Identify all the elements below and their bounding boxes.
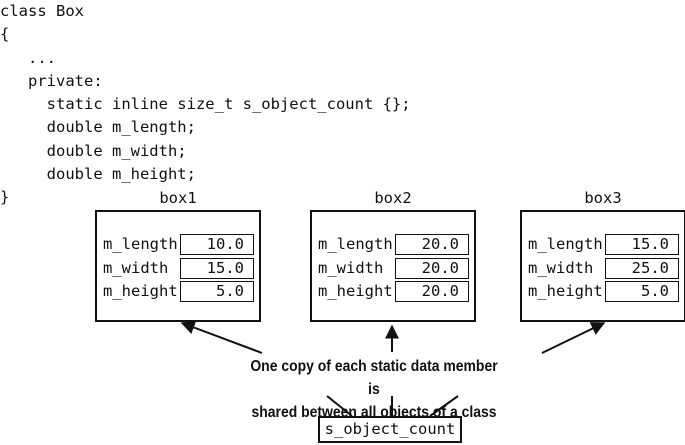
field-label: m_length <box>103 235 178 253</box>
code-line: private: <box>0 71 103 90</box>
object-box2: m_length 20.0 m_width 20.0 m_height 20.0 <box>310 210 476 322</box>
field-value: 15.0 <box>605 234 679 255</box>
field-value: 20.0 <box>395 234 469 255</box>
code-line: } <box>0 188 10 207</box>
field-label: m_width <box>103 259 169 277</box>
link-static-right <box>429 395 459 417</box>
code-line: double m_width; <box>0 141 187 160</box>
object-title-box3: box3 <box>584 189 622 207</box>
field-label: m_width <box>318 259 384 277</box>
field-value: 20.0 <box>395 258 469 279</box>
field-value: 5.0 <box>180 281 254 302</box>
code-line: double m_length; <box>0 118 196 137</box>
field-label: m_length <box>528 235 603 253</box>
object-title-box1: box1 <box>159 189 197 207</box>
caption-line: One copy of each static data member is <box>250 358 498 398</box>
shared-static-caption: One copy of each static data member is s… <box>247 355 501 424</box>
code-line: ... <box>0 48 56 67</box>
code-line: double m_height; <box>0 165 196 184</box>
field-value: 15.0 <box>180 258 254 279</box>
field-label: m_width <box>528 259 594 277</box>
field-label: m_length <box>318 235 393 253</box>
code-line: static inline size_t s_object_count {}; <box>0 95 411 114</box>
arrow-to-box1 <box>180 320 263 354</box>
field-label: m_height <box>318 282 393 300</box>
object-box3: m_length 15.0 m_width 25.0 m_height 5.0 <box>520 210 685 322</box>
object-title-box2: box2 <box>374 189 412 207</box>
field-label: m_height <box>528 282 603 300</box>
code-line: class Box <box>0 2 84 20</box>
static-member-box: s_object_count <box>318 416 462 443</box>
field-value: 5.0 <box>605 281 679 302</box>
field-value: 25.0 <box>605 258 679 279</box>
object-box1: m_length 10.0 m_width 15.0 m_height 5.0 <box>95 210 261 322</box>
class-definition-code: class Box { ... private: static inline si… <box>0 0 411 210</box>
field-label: m_height <box>103 282 178 300</box>
arrow-to-box3 <box>541 322 606 354</box>
field-value: 10.0 <box>180 234 254 255</box>
field-value: 20.0 <box>395 281 469 302</box>
code-line: { <box>0 25 10 44</box>
link-static-left <box>326 395 353 417</box>
